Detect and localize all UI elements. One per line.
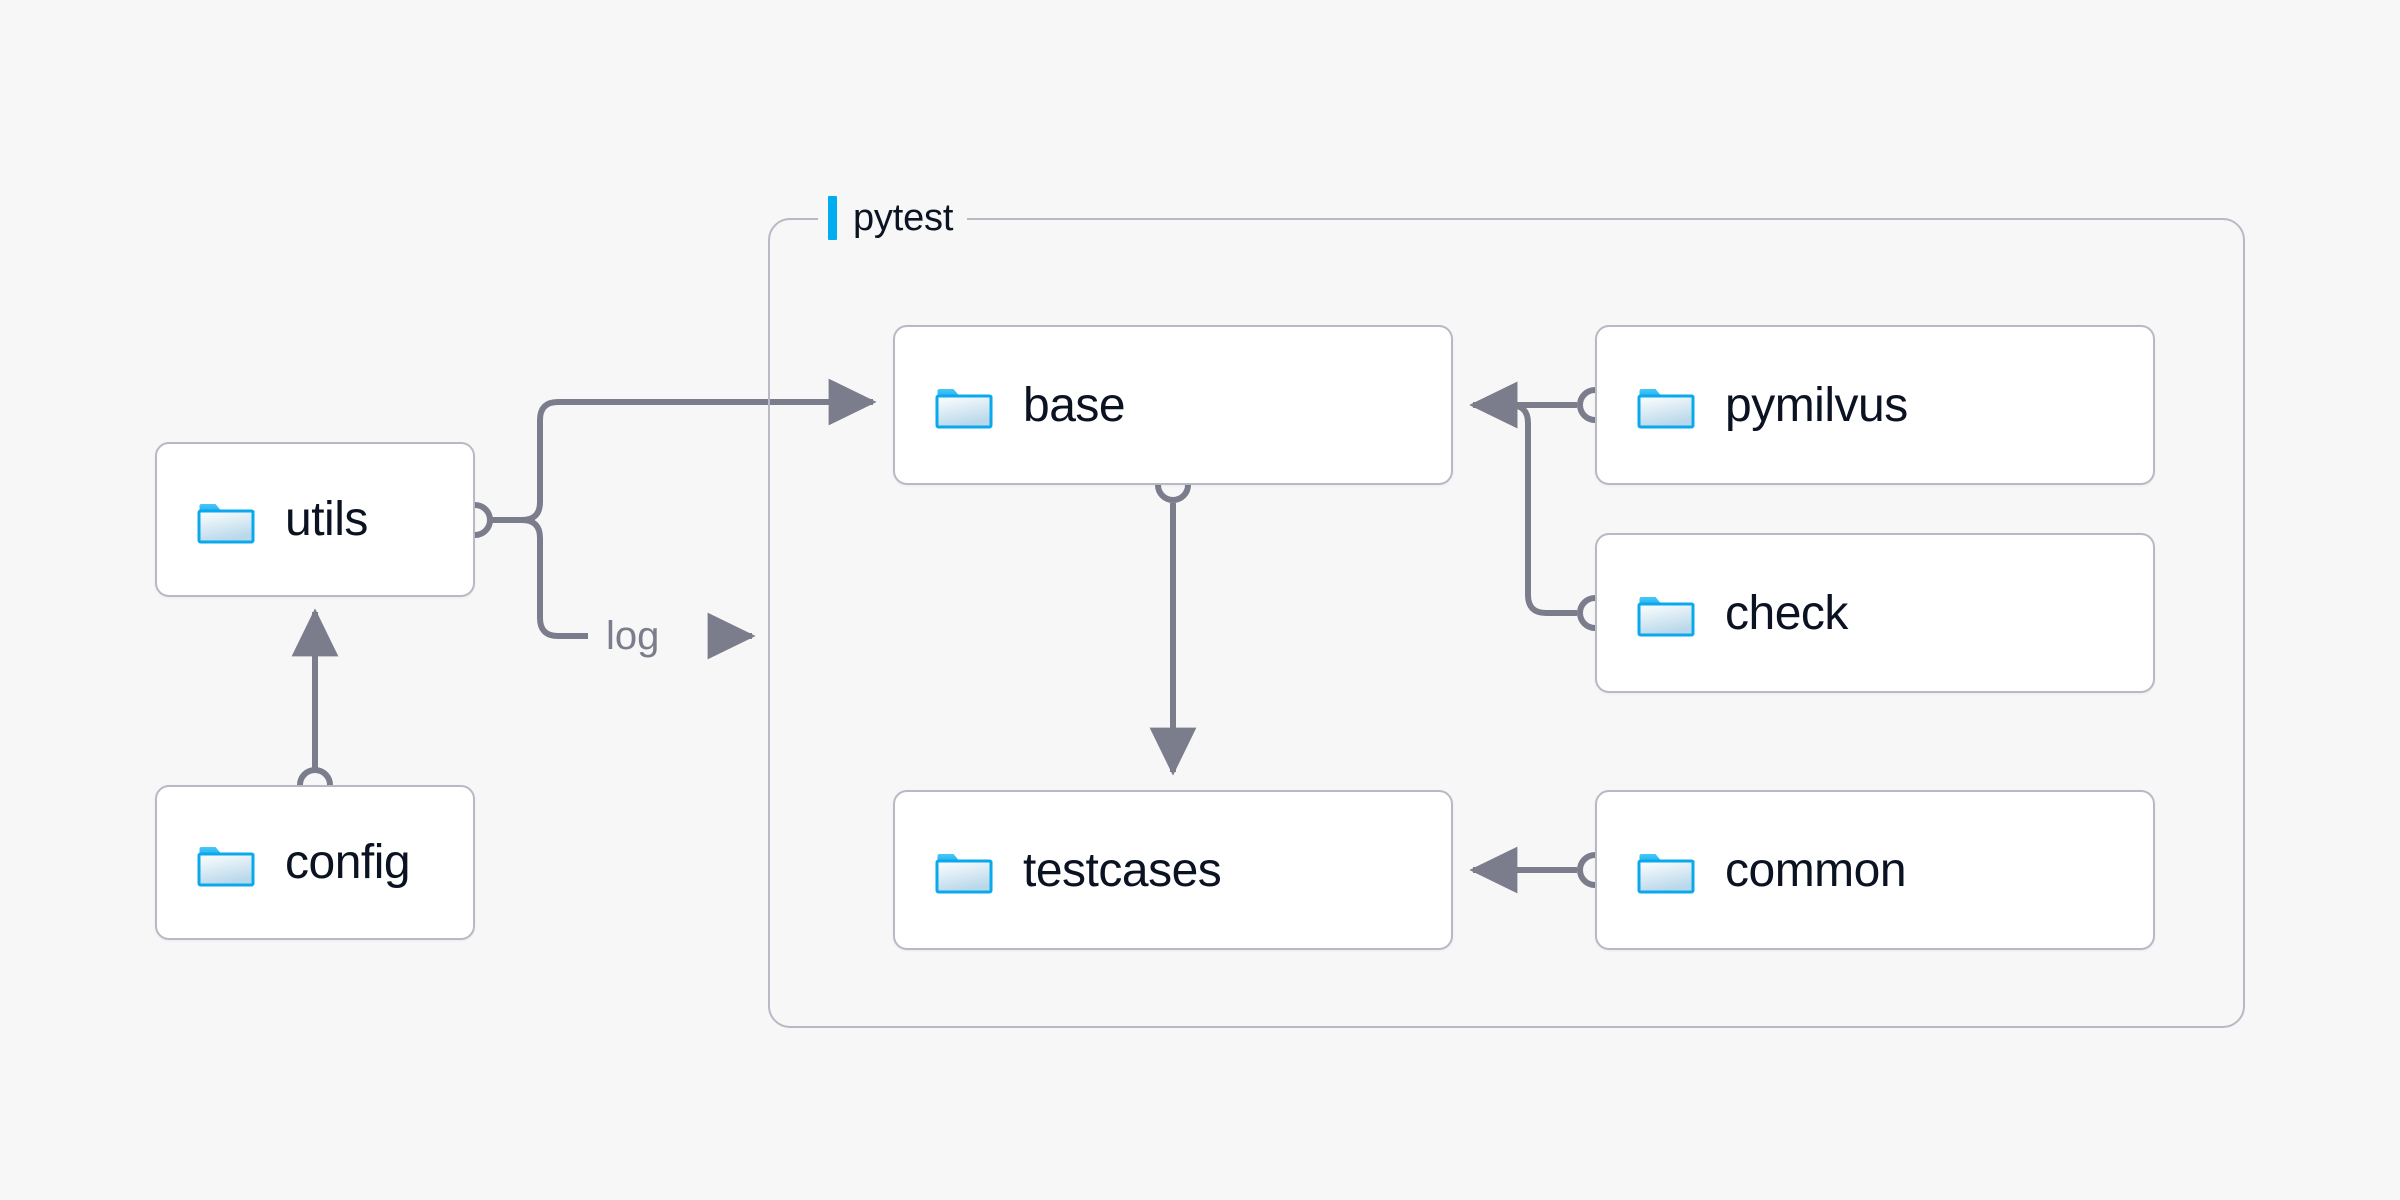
folder-icon xyxy=(935,845,993,895)
folder-icon xyxy=(197,838,255,888)
node-label-pymilvus: pymilvus xyxy=(1725,378,1908,432)
folder-icon xyxy=(197,495,255,545)
folder-icon xyxy=(1637,380,1695,430)
node-testcases[interactable]: testcases xyxy=(893,790,1453,950)
group-label-pytest: pytest xyxy=(818,196,968,240)
node-label-check: check xyxy=(1725,586,1848,640)
folder-icon xyxy=(1637,845,1695,895)
node-label-utils: utils xyxy=(285,493,368,546)
node-check[interactable]: check xyxy=(1595,533,2155,693)
node-config[interactable]: config xyxy=(155,785,475,940)
node-base[interactable]: base xyxy=(893,325,1453,485)
group-accent-bar xyxy=(828,196,837,240)
node-label-common: common xyxy=(1725,843,1907,897)
edge-label-log: log xyxy=(600,616,666,656)
group-label-text: pytest xyxy=(853,197,954,239)
node-label-config: config xyxy=(285,836,411,889)
group-container-pytest[interactable] xyxy=(768,218,2245,1028)
node-label-testcases: testcases xyxy=(1023,843,1222,897)
folder-icon xyxy=(1637,588,1695,638)
node-label-base: base xyxy=(1023,378,1126,432)
edge-utils-to-log xyxy=(492,517,588,639)
node-utils[interactable]: utils xyxy=(155,442,475,597)
node-pymilvus[interactable]: pymilvus xyxy=(1595,325,2155,485)
node-common[interactable]: common xyxy=(1595,790,2155,950)
folder-icon xyxy=(935,380,993,430)
